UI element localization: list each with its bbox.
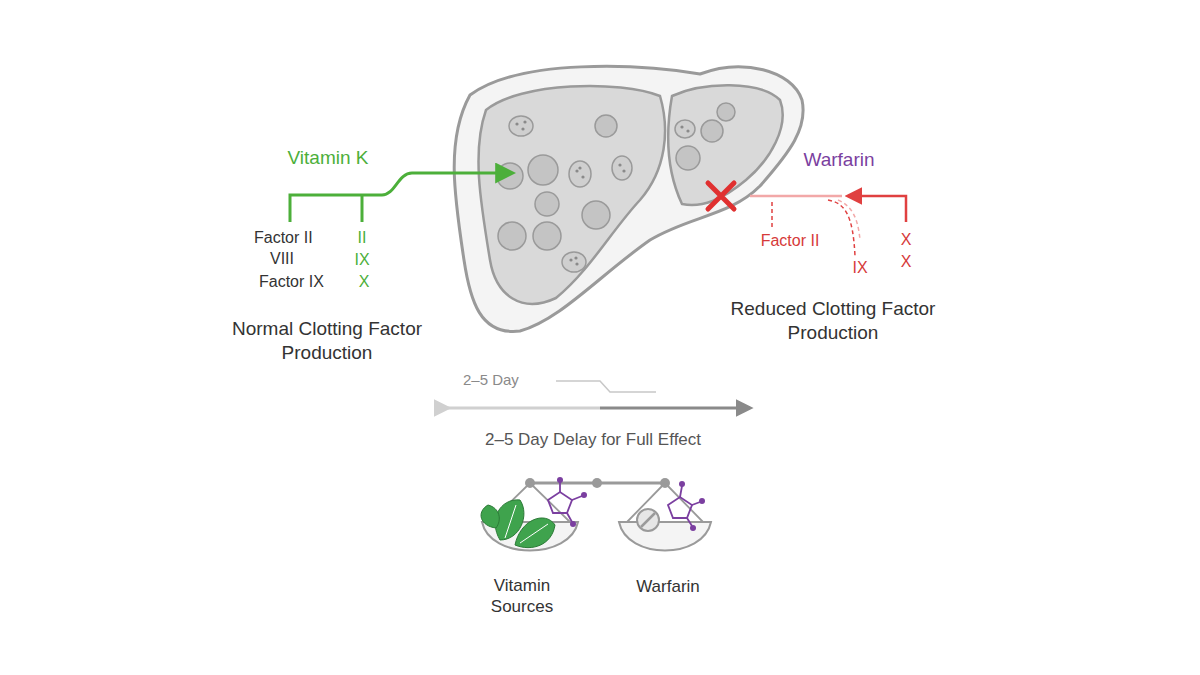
- balance-scale: [481, 477, 711, 551]
- caption-label: Normal Clotting Factor Production: [227, 317, 427, 365]
- timeline-label: 2–5 Day Delay for Full Effect: [485, 429, 701, 450]
- factor-label: VIII: [270, 249, 294, 269]
- pan-label: Vitamin Sources: [472, 575, 572, 618]
- factor-label: X: [359, 272, 370, 292]
- pan-label: Warfarin: [636, 576, 700, 597]
- warfarin-block: [708, 183, 906, 256]
- factor-label: II: [358, 228, 367, 248]
- factor-label: Factor II: [761, 231, 820, 251]
- caption-label: Reduced Clotting Factor Production: [708, 297, 958, 345]
- vitamin-label: Vitamin K: [288, 146, 369, 170]
- vitamin-k-arrow: [290, 173, 512, 222]
- factor-label: Factor IX: [259, 272, 324, 292]
- timeline-label: 2–5 Day: [463, 371, 519, 390]
- factor-label: IX: [354, 250, 369, 270]
- factor-label: IX: [852, 258, 867, 278]
- factor-label: X: [901, 252, 912, 272]
- liver: [454, 66, 803, 331]
- factor-label: X: [901, 230, 912, 250]
- factor-label: Factor II: [254, 228, 313, 248]
- drug-label: Warfarin: [803, 148, 874, 172]
